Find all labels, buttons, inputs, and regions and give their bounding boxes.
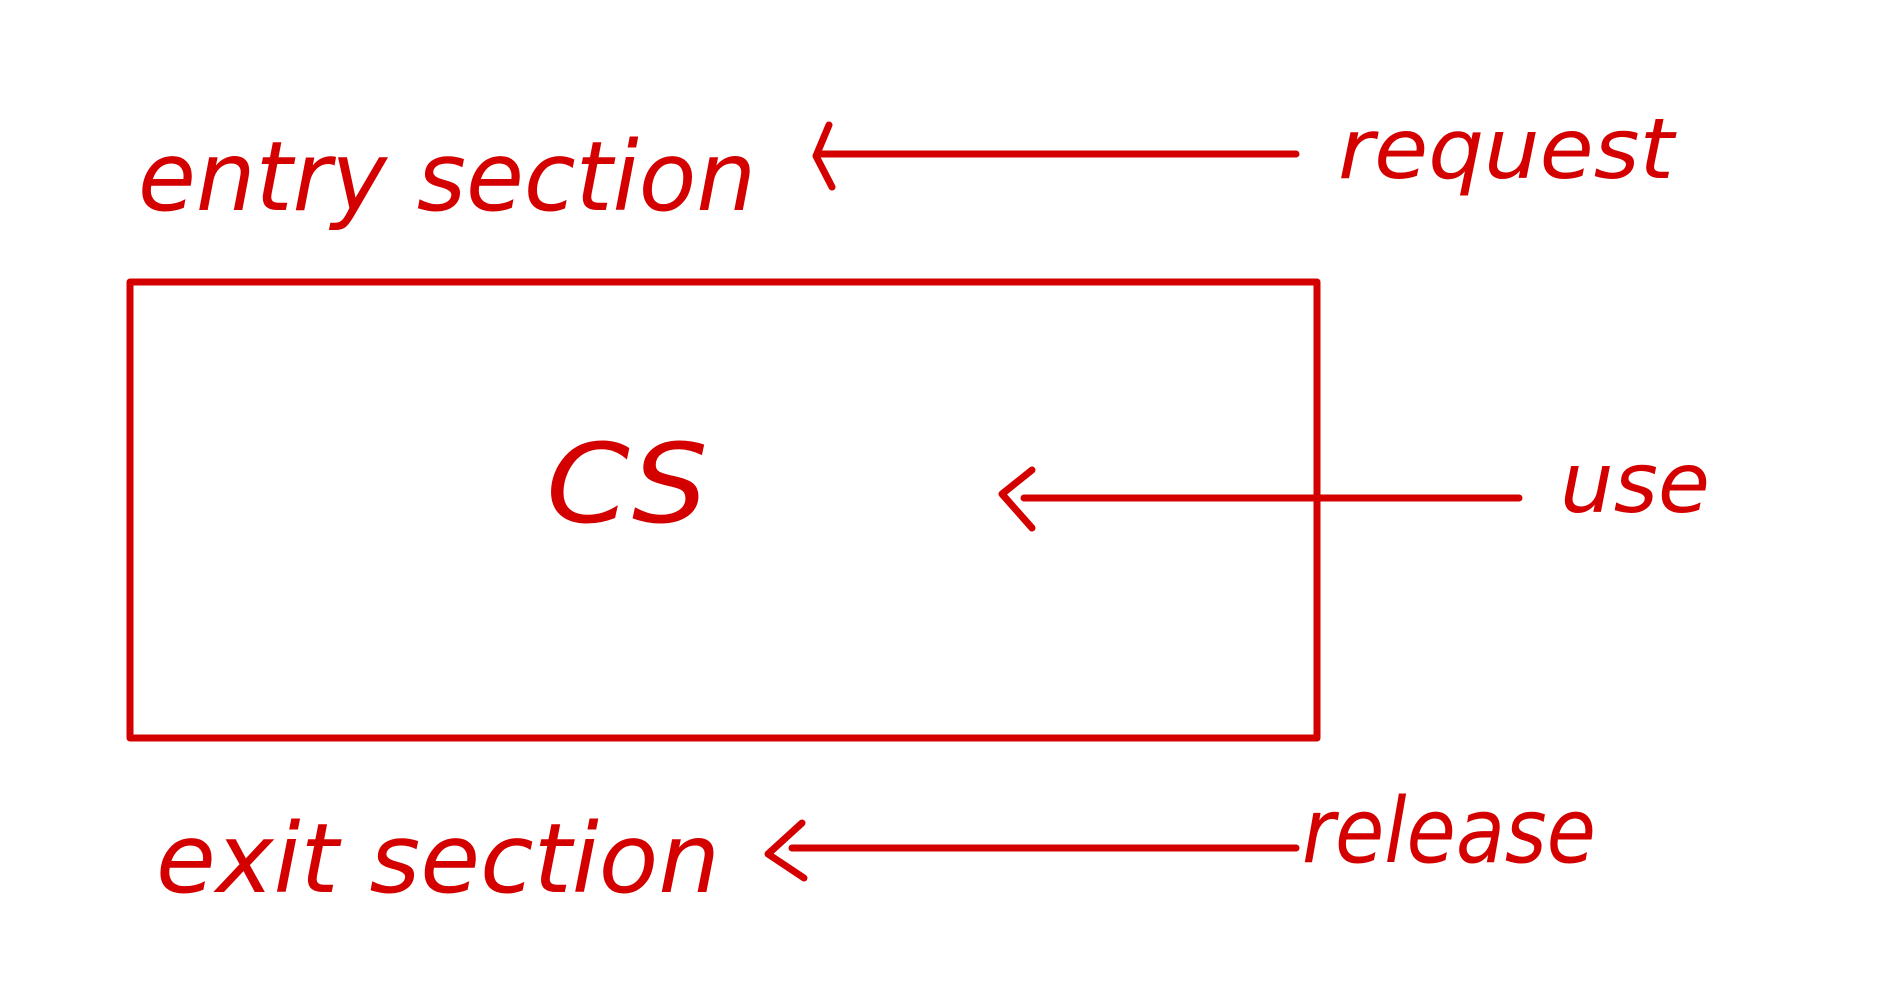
box-label: CS xyxy=(546,420,708,548)
exit-section-label: exit section xyxy=(156,803,720,915)
release-label: release xyxy=(1302,779,1596,884)
use-label: use xyxy=(1560,434,1710,532)
critical-section-box xyxy=(126,278,1321,742)
use-arrow xyxy=(998,466,1523,532)
release-arrowhead xyxy=(764,819,808,882)
release-arrow xyxy=(764,819,1300,882)
request-label: request xyxy=(1338,100,1677,198)
entry-section-label: entry section xyxy=(138,121,756,233)
request-arrowhead xyxy=(812,121,836,191)
request-arrow xyxy=(812,121,1300,191)
use-arrowhead xyxy=(998,466,1036,532)
